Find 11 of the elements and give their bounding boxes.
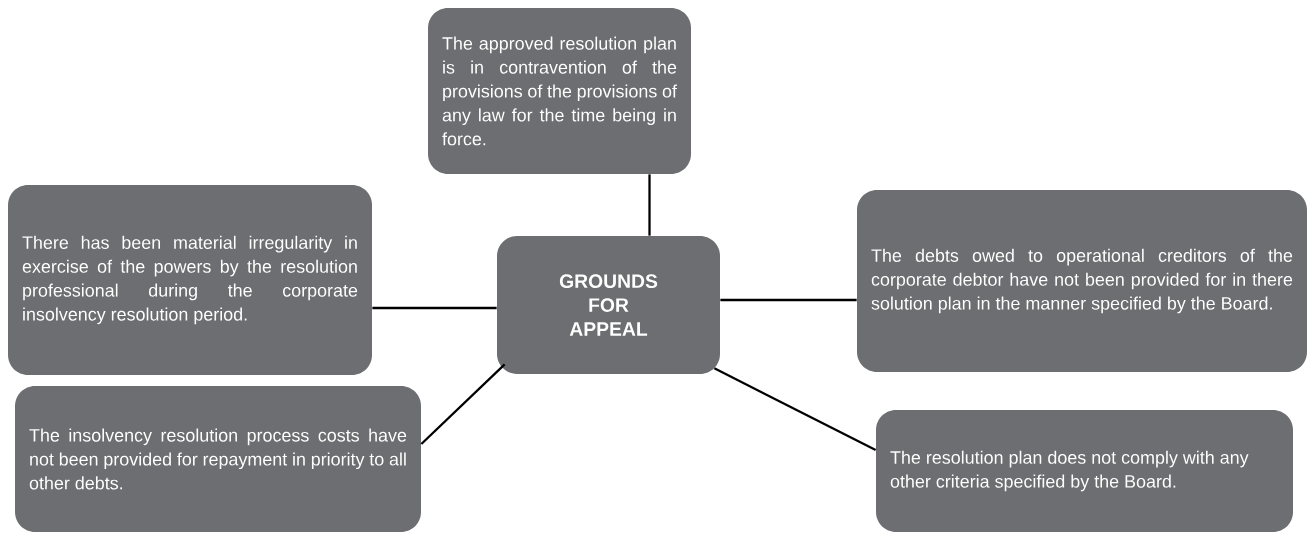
text-box: There has been material irregularity in exercise of the powers by the resolution professional during the corporate insolvency resolution period. bbox=[8, 185, 372, 375]
connector-line bbox=[372, 306, 497, 310]
text-box: The debts owed to operational creditors of the corporate debtor have not been provided for in there solution plan in the manner specified by the Board. bbox=[857, 190, 1307, 372]
connector-line bbox=[720, 298, 857, 302]
title-box: GROUNDS FOR APPEAL bbox=[497, 236, 720, 374]
connector-line bbox=[713, 367, 877, 451]
text-box: The approved resolution plan is in contravention of the provisions of the provisions of any law for the time being in force. bbox=[428, 8, 691, 174]
connector-line bbox=[420, 363, 506, 445]
text-box: The resolution plan does not comply with any other criteria specified by the Board. bbox=[876, 410, 1293, 532]
connector-line bbox=[648, 174, 651, 236]
text-box: The insolvency resolution process costs have not been provided for repayment in priority to all other debts. bbox=[15, 386, 421, 532]
